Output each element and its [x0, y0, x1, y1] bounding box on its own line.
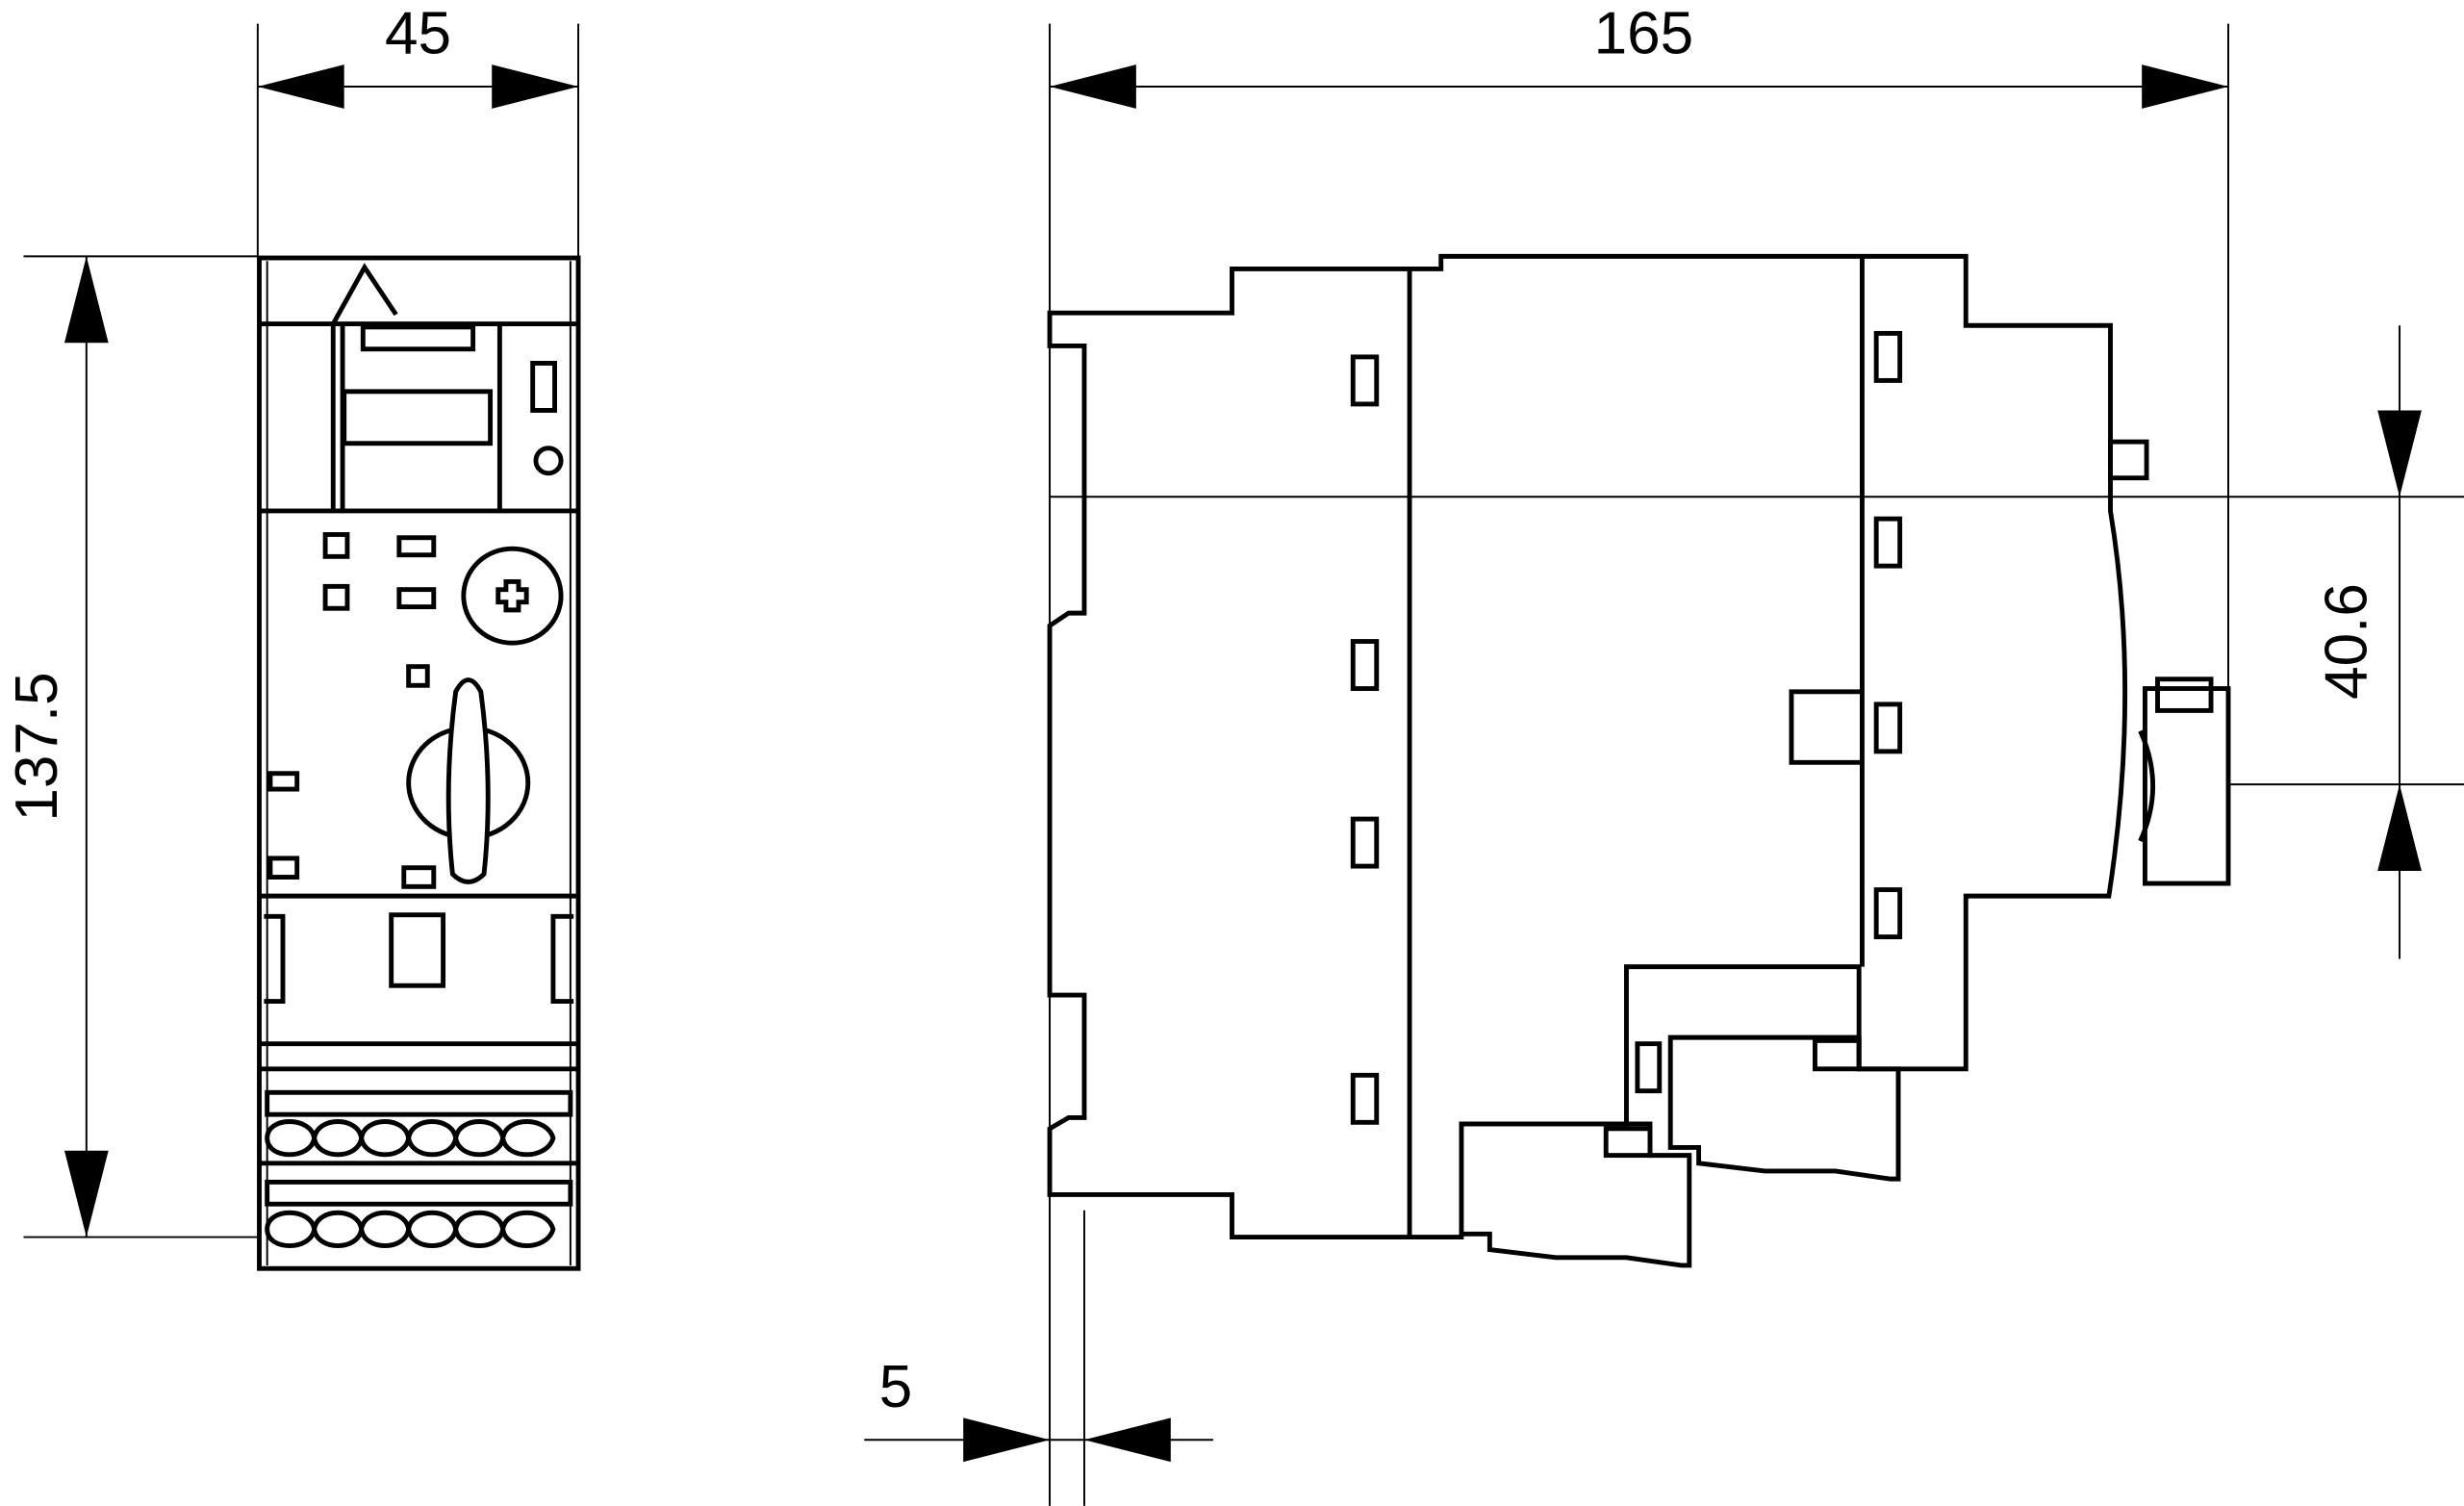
dimension-label-depth: 165 — [1594, 1, 1694, 67]
dimension-137-5: 137.5 — [4, 255, 258, 1238]
side-view — [1047, 253, 2231, 1268]
dimension-label-rail-depth: 5 — [879, 1354, 913, 1420]
dimension-165: 165 — [1049, 1, 2229, 1506]
dimension-40-6: 40.6 — [1050, 325, 2464, 959]
adjust-screw-icon — [461, 546, 564, 646]
dimension-45: 45 — [256, 1, 580, 257]
dimension-label-height: 137.5 — [4, 672, 70, 821]
terminal-block-lower — [265, 1179, 573, 1248]
dimension-label-width: 45 — [385, 1, 451, 67]
dimension-5: 5 — [864, 1210, 1213, 1506]
front-view — [257, 255, 581, 1271]
side-slots — [1350, 330, 1903, 1125]
side-terminals — [1461, 1034, 1901, 1268]
dimension-label-rail-offset: 40.6 — [2314, 583, 2380, 700]
terminal-block-upper — [265, 1089, 573, 1158]
